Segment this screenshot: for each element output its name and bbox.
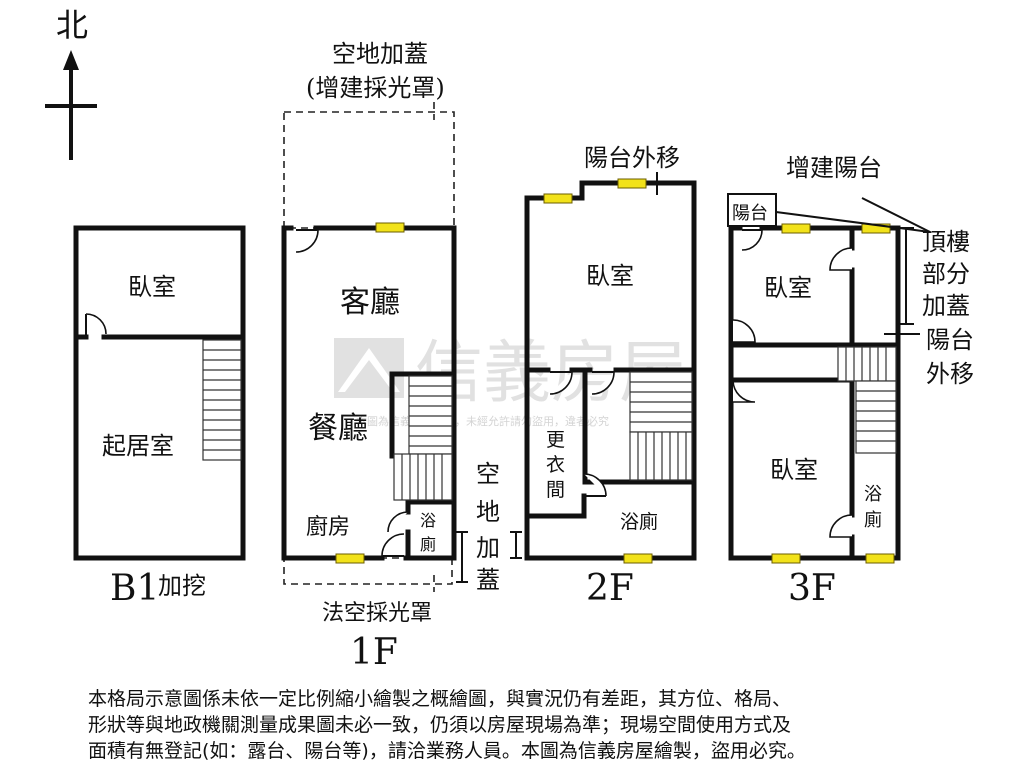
f3-roof-label-1: 頂樓: [922, 228, 970, 256]
f3-roof-label-2: 部分: [922, 260, 970, 288]
door-icon: [741, 229, 763, 251]
window-icon: [375, 222, 405, 233]
disclaimer-line: 本格局示意圖係未依一定比例縮小繪製之概繪圖，與實況仍有差距，其方位、格局、: [88, 688, 792, 710]
f1-room-bath-1: 浴: [420, 511, 436, 530]
f1-top-label: 空地加蓋: [332, 40, 428, 68]
north-arrow-icon: [45, 50, 97, 160]
height-marker-icon: [456, 531, 522, 583]
window-icon: [623, 553, 653, 564]
floor-3f: 增建陽台 陽台 臥室 臥室 浴 廁 頂樓 部分 加蓋 陽台 外移 3F: [727, 154, 974, 609]
f1-side-label-3: 加: [476, 534, 500, 562]
door-icon: [591, 371, 615, 395]
window-icon: [771, 553, 801, 564]
f1-side-label-2: 地: [476, 498, 500, 526]
door-icon: [387, 511, 409, 533]
f2-room-bath: 浴廁: [620, 510, 658, 533]
floor-1f: 空地加蓋 (增建採光罩) 客廳 餐廳 廚房 浴 廁 空 地 加 蓋 法空採光罩 …: [281, 40, 522, 673]
window-icon: [335, 553, 365, 564]
f2-room-closet-3: 間: [546, 479, 565, 501]
disclaimer-text: 本格局示意圖係未依一定比例縮小繪製之概繪圖，與實況仍有差距，其方位、格局、 形狀…: [88, 686, 968, 764]
f1-floor-label: 1F: [350, 632, 398, 673]
door-icon: [295, 229, 319, 253]
added-balcony-box: [727, 193, 777, 227]
roof-extension-marker-icon: [900, 227, 914, 325]
door-icon: [549, 371, 573, 395]
f3-balcony-move-1: 陽台: [926, 326, 974, 354]
b1-floor-note: 加挖: [158, 572, 206, 600]
f1-room-living: 客廳: [340, 285, 400, 320]
skylight-extension-outline: [283, 111, 455, 229]
f2-floor-label: 2F: [586, 568, 634, 609]
f1-side-label-1: 空: [476, 460, 500, 488]
door-icon: [829, 514, 853, 538]
window-icon: [865, 553, 895, 564]
door-icon: [583, 473, 607, 497]
f1-room-kitchen: 廚房: [306, 515, 350, 540]
f1-room-dining: 餐廳: [308, 411, 368, 446]
legal-skylight-outline: [283, 557, 453, 585]
f2-top-label: 陽台外移: [584, 144, 680, 172]
disclaimer-line: 面積有無登記(如：露台、陽台等)，請洽業務人員。本圖為信義房屋繪製，盜用必究。: [88, 740, 806, 762]
f3-top-label: 增建陽台: [786, 154, 882, 182]
f3-room-bath-1: 浴: [864, 484, 882, 505]
f1-top-sublabel: (增建採光罩): [306, 74, 445, 102]
f1-side-label-4: 蓋: [476, 566, 500, 594]
disclaimer-line: 形狀等與地政機關測量成果圖未必一致，仍須以房屋現場為準；現場空間使用方式及: [88, 714, 792, 736]
door-icon: [829, 247, 853, 271]
door-icon: [381, 533, 405, 557]
b1-room-bedroom: 臥室: [128, 273, 176, 301]
compass-north-label: 北: [56, 6, 88, 44]
door-icon: [732, 319, 756, 343]
window-icon: [781, 223, 811, 234]
f1-room-bath-2: 廁: [420, 535, 436, 554]
f3-roof-label-3: 加蓋: [922, 292, 970, 320]
f1-bottom-label: 法空採光罩: [322, 601, 432, 626]
f2-room-closet-2: 衣: [546, 454, 565, 476]
b1-floor-label: B1: [110, 568, 159, 609]
floor-2f: 陽台外移 臥室 更 衣 間 浴廁 2F: [524, 144, 697, 609]
window-icon: [543, 193, 573, 204]
f3-room-bath-2: 廁: [864, 509, 882, 531]
staircase-icon: [837, 346, 897, 454]
f3-balcony-label: 陽台: [732, 203, 768, 224]
f2-room-bedroom: 臥室: [586, 262, 634, 290]
f2-room-closet-1: 更: [546, 429, 565, 451]
f3-room-bedroom-2: 臥室: [770, 456, 818, 484]
door-icon: [85, 313, 107, 337]
f3-balcony-move-2: 外移: [926, 360, 974, 388]
window-icon: [617, 178, 647, 189]
f3-floor-label: 3F: [788, 568, 836, 609]
staircase-icon: [202, 339, 242, 461]
staircase-icon: [629, 371, 693, 481]
staircase-icon: [393, 375, 453, 501]
floor-b1: 臥室 起居室 B1 加挖: [73, 225, 246, 609]
door-icon: [732, 379, 756, 403]
f3-room-bedroom-1: 臥室: [764, 274, 812, 302]
b1-room-living: 起居室: [102, 432, 174, 460]
brand-logo-icon: [334, 338, 404, 398]
